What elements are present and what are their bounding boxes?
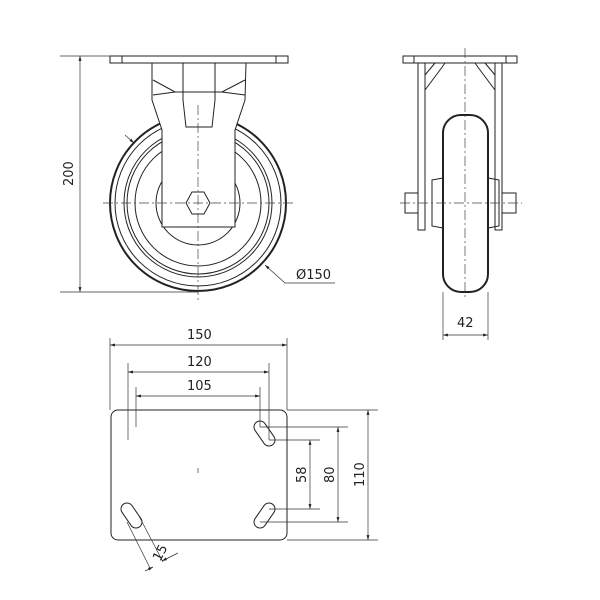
plate-height-label: 110 xyxy=(353,462,368,487)
mounting-plate xyxy=(110,409,288,541)
diameter-dim-label: Ø150 xyxy=(296,268,331,283)
hole-vert-outer-label: 80 xyxy=(323,466,338,483)
tire-side xyxy=(442,114,489,293)
hole-vert-inner-label: 58 xyxy=(295,466,310,483)
hole-span-inner-label: 105 xyxy=(187,379,212,394)
slot-width-label: 15 xyxy=(150,542,171,564)
height-dim-label: 200 xyxy=(62,161,77,186)
plate-width-label: 150 xyxy=(187,328,212,343)
front-view: 200 Ø150 xyxy=(60,55,335,300)
width-dim-label: 42 xyxy=(457,316,474,331)
fork xyxy=(151,62,247,228)
plate-view: 150 120 105 58 80 110 15 xyxy=(109,328,378,572)
hole-span-outer-label: 120 xyxy=(187,355,212,370)
axle-nut xyxy=(185,191,211,215)
side-view: 42 xyxy=(400,48,522,340)
slots xyxy=(120,420,276,529)
top-plate xyxy=(109,55,289,64)
